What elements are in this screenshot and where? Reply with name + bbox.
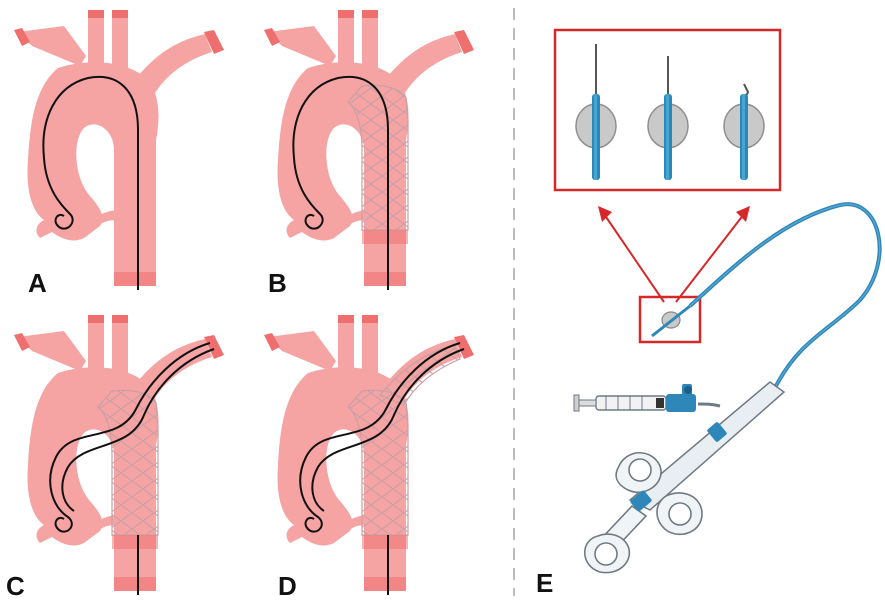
panel-d: D xyxy=(264,315,474,600)
panel-label-d: D xyxy=(278,571,297,600)
panel-label-a: A xyxy=(28,268,47,298)
panel-e: E xyxy=(536,30,880,598)
panel-b: B xyxy=(264,10,474,298)
syringe xyxy=(574,384,696,412)
panel-label-e: E xyxy=(536,568,553,598)
aorta-illustration xyxy=(14,10,224,286)
zoom-arrows xyxy=(598,206,750,302)
catheter-shaft xyxy=(690,204,880,426)
panel-label-c: C xyxy=(6,571,25,600)
panel-a: A xyxy=(14,10,224,298)
panel-c: C xyxy=(6,315,224,600)
panel-label-b: B xyxy=(268,268,287,298)
